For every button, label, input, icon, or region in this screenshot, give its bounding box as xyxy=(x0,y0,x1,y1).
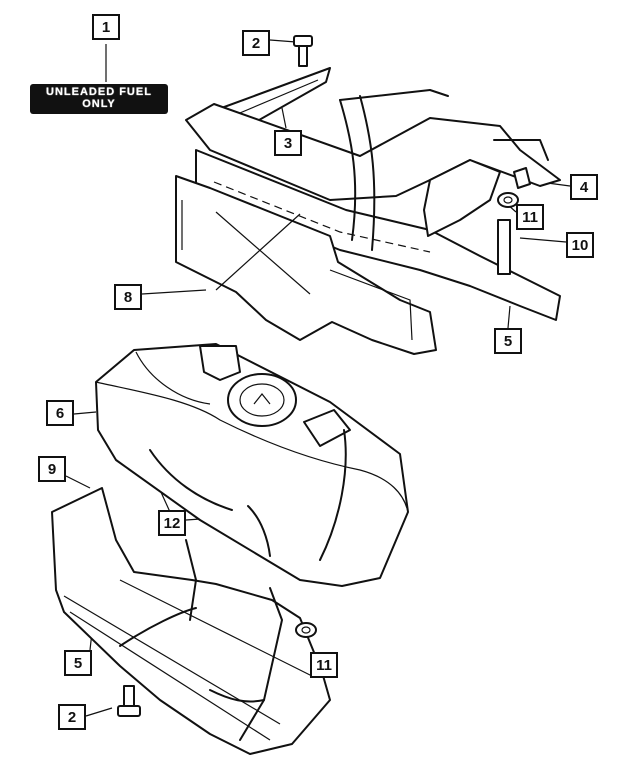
callout-12: 12 xyxy=(158,510,186,536)
callout-2: 2 xyxy=(242,30,270,56)
decal-line-2: ONLY xyxy=(82,98,116,110)
callout-10: 10 xyxy=(566,232,594,258)
bolt-lower xyxy=(117,685,141,717)
callout-8: 8 xyxy=(114,284,142,310)
callout-4: 4 xyxy=(570,174,598,200)
callout-5-lower: 5 xyxy=(64,650,92,676)
decal-line-1: UNLEADED FUEL xyxy=(46,86,152,98)
callout-2-lower: 2 xyxy=(58,704,86,730)
tank-straps xyxy=(149,429,347,561)
frame-assembly xyxy=(175,89,561,355)
callout-9: 9 xyxy=(38,456,66,482)
callout-3: 3 xyxy=(274,130,302,156)
stud-nut-clip xyxy=(497,167,531,275)
skid-tray xyxy=(51,487,331,755)
callout-1: 1 xyxy=(92,14,120,40)
callout-11-lower: 11 xyxy=(310,652,338,678)
unleaded-fuel-decal: UNLEADED FUEL ONLY xyxy=(30,84,168,114)
callout-11: 11 xyxy=(516,204,544,230)
fuel-tank xyxy=(95,343,409,587)
bolt-top xyxy=(293,35,313,67)
nut-lower xyxy=(295,622,317,638)
callout-6: 6 xyxy=(46,400,74,426)
callout-5: 5 xyxy=(494,328,522,354)
